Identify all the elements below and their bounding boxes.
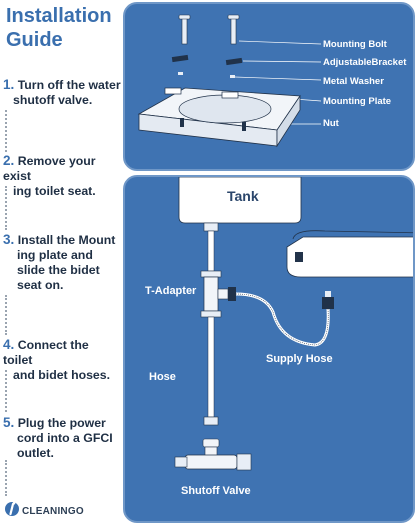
label-tank: Tank [227, 188, 259, 204]
step-text: Connect the toilet [3, 338, 89, 367]
step-connector [5, 110, 10, 152]
shutoff-valve-icon [175, 439, 251, 470]
metal-washer-icon [178, 72, 235, 78]
step-number: 1. [3, 77, 14, 92]
step-number: 3. [3, 232, 14, 247]
step-1: 1. Turn off the water shutoff valve. [3, 77, 121, 108]
label-hose: Hose [149, 371, 176, 383]
brand-name: CLEANINGO [22, 506, 84, 517]
mounting-bolt-icon [179, 15, 239, 44]
step-text: ing plate and [3, 248, 93, 262]
t-adapter-icon [201, 271, 236, 317]
step-text: Plug the power [18, 416, 106, 430]
step-text: outlet. [3, 446, 54, 460]
step-text: ing toilet seat. [3, 184, 96, 198]
step-text: Install the Mount [18, 233, 116, 247]
step-text: and bidet hoses. [3, 368, 110, 382]
step-text: Remove your exist [3, 154, 96, 183]
step-text: slide the bidet [3, 263, 100, 277]
label-adjustable-bracket: AdjustableBracket [323, 57, 406, 68]
label-supply-hose: Supply Hose [266, 353, 333, 365]
step-number: 5. [3, 415, 14, 430]
label-mounting-bolt: Mounting Bolt [323, 39, 387, 50]
label-metal-washer: Metal Washer [323, 76, 384, 87]
step-connector [5, 460, 10, 496]
hose-illustration [125, 177, 413, 521]
title-line-1: Installation [6, 4, 118, 28]
cleaningo-logo-icon [4, 500, 20, 523]
step-text: shutoff valve. [3, 93, 92, 107]
step-text: Turn off the water [18, 78, 121, 92]
label-t-adapter: T-Adapter [145, 285, 196, 297]
step-connector [5, 370, 10, 412]
step-5: 5. Plug the power cord into a GFCI outle… [3, 415, 121, 461]
title-line-2: Guide [6, 28, 118, 52]
label-mounting-plate: Mounting Plate [323, 96, 391, 107]
step-2: 2. Remove your exist ing toilet seat. [3, 153, 121, 199]
step-connector [5, 295, 10, 335]
label-shutoff-valve: Shutoff Valve [181, 485, 251, 497]
mounting-plate-icon [139, 88, 300, 146]
page-title: Installation Guide [6, 4, 118, 52]
parts-panel: Mounting Bolt AdjustableBracket Metal Wa… [123, 2, 415, 171]
step-text: cord into a GFCI [3, 431, 113, 445]
step-number: 4. [3, 337, 14, 352]
step-connector [5, 186, 10, 230]
hose-panel: Tank T-Adapter Hose Supply Hose Shutoff … [123, 175, 415, 523]
step-number: 2. [3, 153, 14, 168]
label-nut: Nut [323, 118, 339, 129]
adjustable-bracket-icon [172, 55, 243, 65]
step-3: 3. Install the Mount ing plate and slide… [3, 232, 121, 293]
bidet-seat-icon [287, 231, 413, 277]
step-text: seat on. [3, 278, 63, 292]
step-4: 4. Connect the toilet and bidet hoses. [3, 337, 121, 383]
